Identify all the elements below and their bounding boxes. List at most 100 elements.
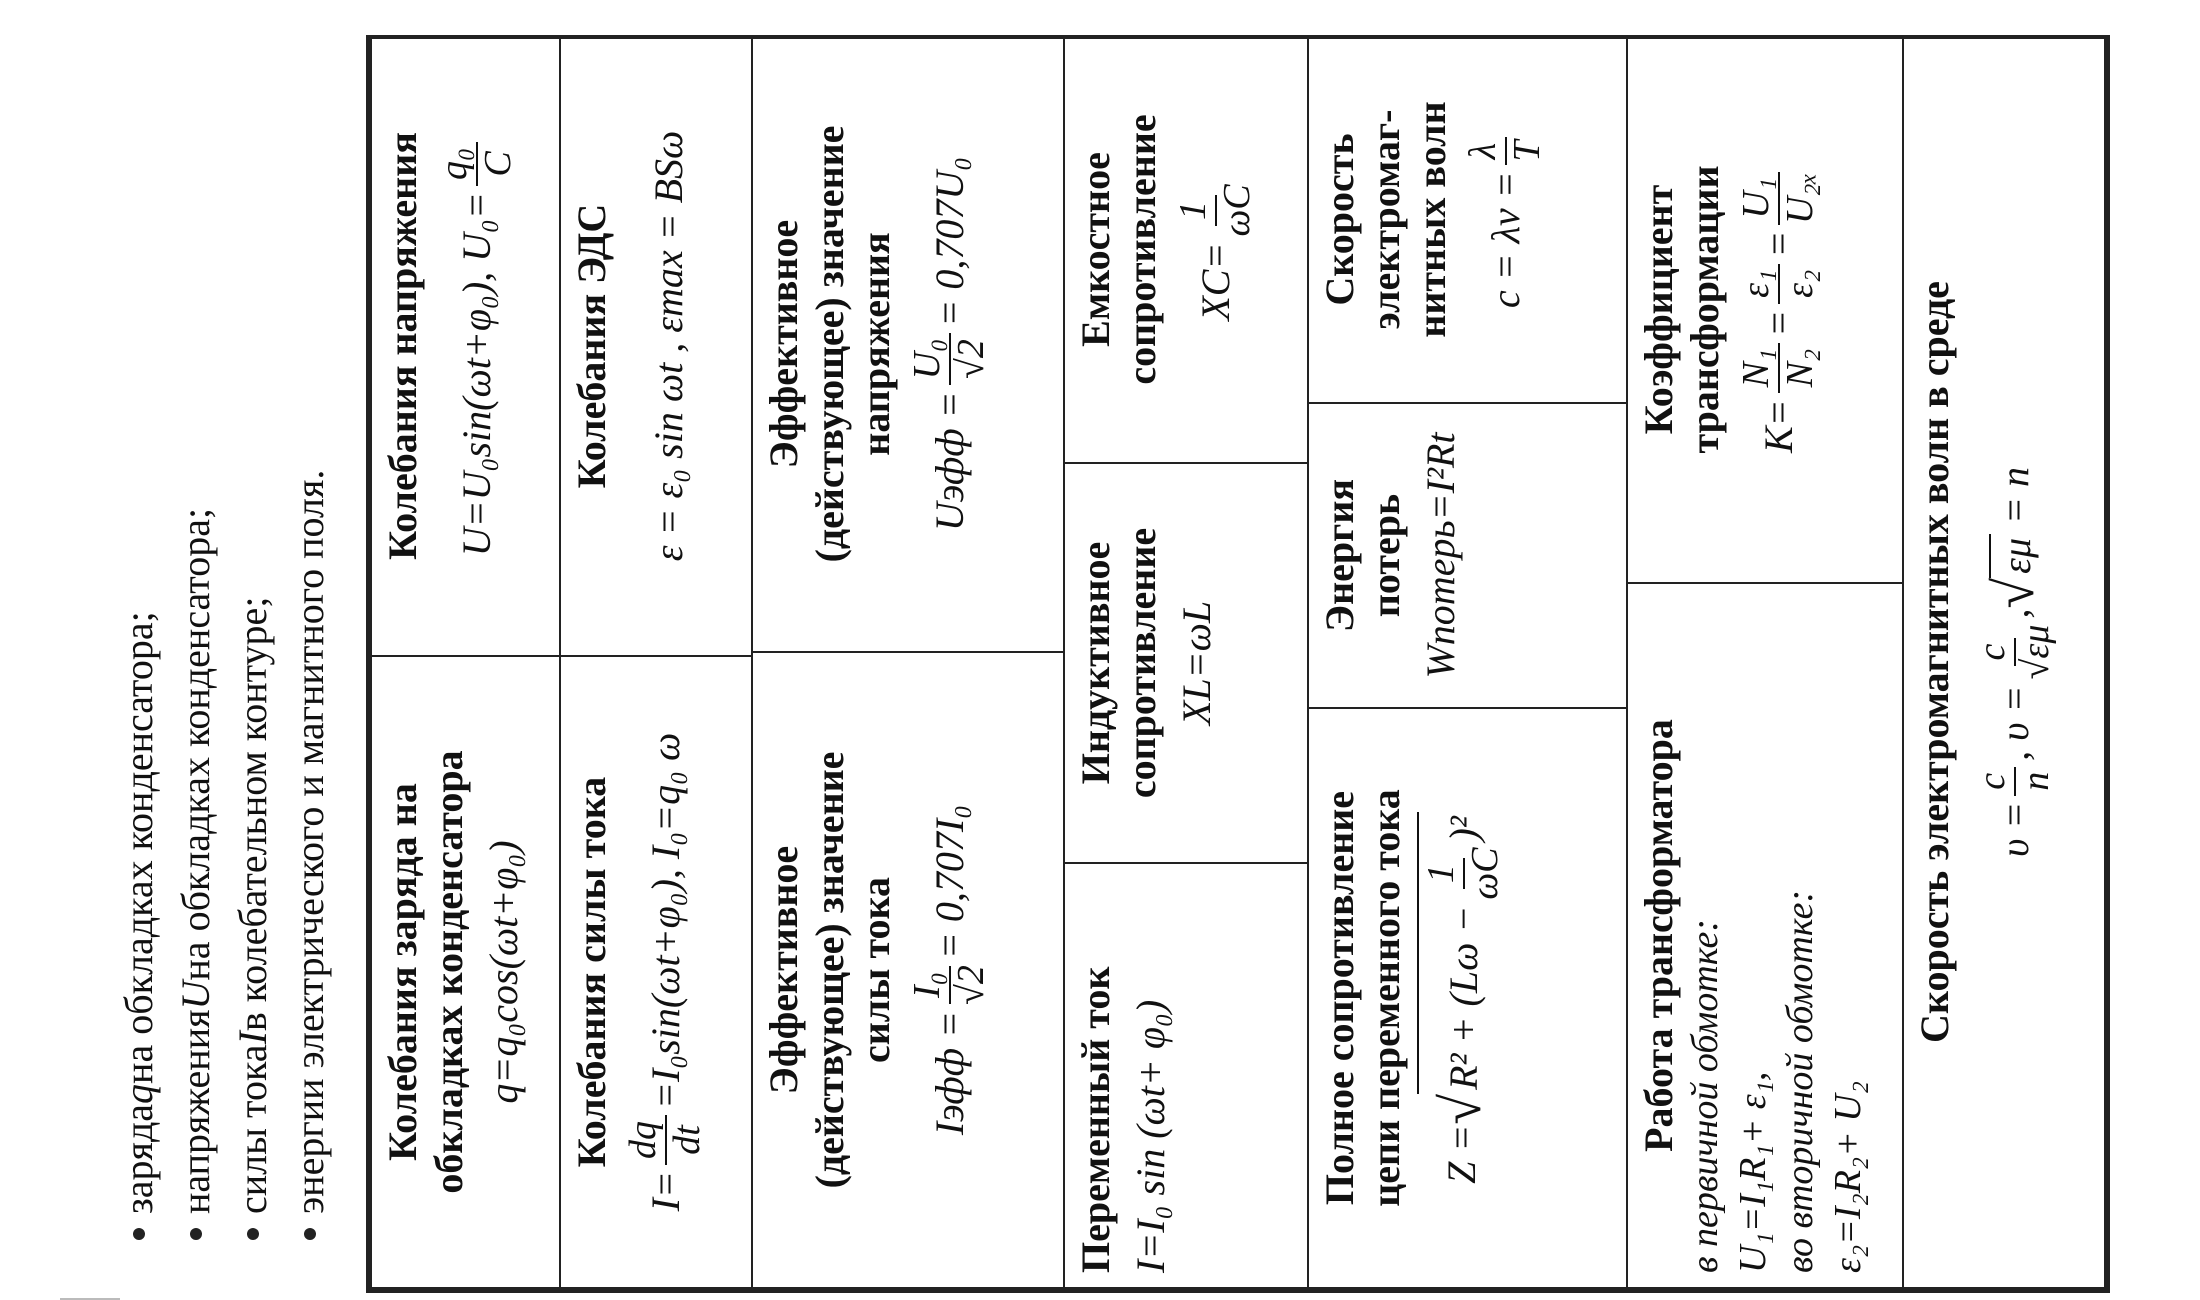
cell-title: Энергия потерь [1317, 478, 1408, 633]
formula-part: U=U₀sin(ωt+φ₀), U₀= [454, 192, 500, 557]
numerator: 1 [1172, 194, 1217, 226]
fraction: c√εμ [1971, 625, 2058, 680]
formula: I=I₀ sin (ωt+ φ₀) [1128, 999, 1173, 1273]
numerator: c [1971, 766, 2016, 796]
formula-part: K= [1756, 399, 1802, 454]
bullet-var: U [173, 980, 218, 1010]
formula-part: Z = [1439, 1124, 1485, 1184]
bullet-text: напряжения [173, 1009, 218, 1214]
cell-title: Колебания напряжения [380, 132, 425, 560]
cell-em-wave-speed: Скорость электромаг- нитных волн c = λν … [1307, 35, 1628, 404]
formula-caption: в первичной обмотке: [1684, 918, 1726, 1273]
cell-title: Переменный ток [1073, 966, 1118, 1273]
formula-part: = 0,707I₀ [927, 804, 973, 960]
radicand: εμ [1989, 533, 2041, 578]
bullet-var: I [230, 1031, 275, 1045]
cell-charge-oscillation: Колебания заряда на обкладках конденсато… [370, 655, 561, 1289]
bullet-text: энергии электрического и магнитного поля… [287, 469, 332, 1214]
numerator: ε₁ [1735, 263, 1780, 304]
formula: XL=ωL [1174, 600, 1219, 726]
formula-part: Uэфф = [927, 391, 973, 532]
numerator: dq [622, 1115, 667, 1165]
formula-part: = [1756, 230, 1802, 258]
bullet-text: на обкладках конденсатора; [116, 611, 161, 1084]
numerator: q₀ [433, 141, 478, 187]
denominator: ωC [1215, 184, 1258, 237]
numerator: 1 [1420, 858, 1465, 890]
cell-alternating-current: Переменный ток I=I₀ sin (ωt+ φ₀) [1063, 862, 1309, 1289]
fraction: I₀√2 [906, 965, 993, 1005]
formula-part: XC= [1193, 242, 1239, 321]
cell-title: Колебания силы тока [569, 776, 614, 1168]
cell-effective-voltage: Эффективное (действующее) значение напря… [751, 35, 1065, 653]
bullet-text: силы тока [230, 1044, 275, 1214]
cell-energy-loss: Энергия потерь Wпотерь=I²Rt [1307, 402, 1628, 709]
denominator: n [2014, 771, 2057, 791]
cell-title: Работа трансформатора [1636, 719, 1681, 1152]
radical-icon: √ [1983, 577, 2046, 609]
bullet-icon [246, 1228, 259, 1240]
cell-title: Скорость электромаг- нитных волн [1317, 101, 1454, 338]
denominator: C [476, 151, 519, 177]
bullet-item: напряжения U на обкладках конденсатора; [167, 40, 224, 1240]
fraction: U₀√2 [906, 332, 993, 386]
bullet-var: q [116, 1083, 161, 1104]
formula: Wпотерь=I²Rt [1418, 432, 1463, 679]
formula-part: υ = [1992, 801, 2038, 858]
denominator: U₂ₓ [1778, 172, 1821, 225]
cell-title: Емкостное сопротивление [1073, 114, 1164, 385]
denominator: ωC [1463, 847, 1506, 900]
formula-part: = 0,707U₀ [927, 156, 973, 327]
denominator: √2 [949, 965, 992, 1005]
numerator: c [1971, 637, 2016, 667]
cell-title: Колебания ЭДС [569, 203, 614, 489]
denominator: dt [665, 1125, 708, 1155]
bullet-text: на обкладках конденсатора; [173, 507, 218, 981]
cell-title: Эффективное (действующее) значение напря… [761, 125, 898, 563]
cell-title: Скорость электромагнитных волн в среде [1912, 281, 1957, 1043]
denominator: T [1505, 140, 1548, 162]
bullet-text: в колебательном контуре; [230, 596, 275, 1032]
formula-table: Колебания заряда на обкладках конденсато… [366, 35, 2110, 1293]
cell-em-wave-speed-medium: Скорость электромагнитных волн в среде υ… [1902, 35, 2106, 1289]
numerator: U₁ [1735, 171, 1780, 225]
formula-part: =I₀sin(ωt+φ₀), I₀=q₀ ω [643, 732, 689, 1109]
formula: Uэфф = U₀√2 = 0,707U₀ [906, 156, 993, 532]
bullet-item: заряда q на обкладках конденсатора; [110, 40, 167, 1240]
formula: ε = ε₀ sin ωt , εmax = BSω [646, 130, 691, 562]
cell-title: Эффективное (действующее) значение силы … [761, 751, 898, 1189]
formula-part: Iэфф = [927, 1010, 973, 1136]
bullet-icon [303, 1228, 316, 1240]
bullet-text: заряда [116, 1103, 161, 1214]
formula-part: , υ = [1992, 685, 2038, 761]
cell-transformer-operation: Работа трансформатора в первичной обмотк… [1626, 582, 1904, 1289]
cell-title: Полное сопротивление цепи переменного то… [1317, 789, 1408, 1207]
cell-emf-oscillation: Колебания ЭДС ε = ε₀ sin ωt , εmax = BSω [559, 35, 753, 657]
formula-part: R² + (Lω − [1441, 905, 1487, 1090]
cell-title: Индуктивное сопротивление [1073, 527, 1164, 799]
cell-inductive-reactance: Индуктивное сопротивление XL=ωL [1063, 462, 1309, 864]
bullet-icon [189, 1228, 202, 1240]
cell-effective-current: Эффективное (действующее) значение силы … [751, 651, 1065, 1289]
numerator: λ [1462, 136, 1507, 166]
formula: U₁=I₁R₁+ ε₁, [1731, 1071, 1774, 1273]
formula-caption: во вторичной обмотке: [1779, 889, 1821, 1273]
bullet-list: заряда q на обкладках конденсатора; напр… [110, 40, 338, 1240]
